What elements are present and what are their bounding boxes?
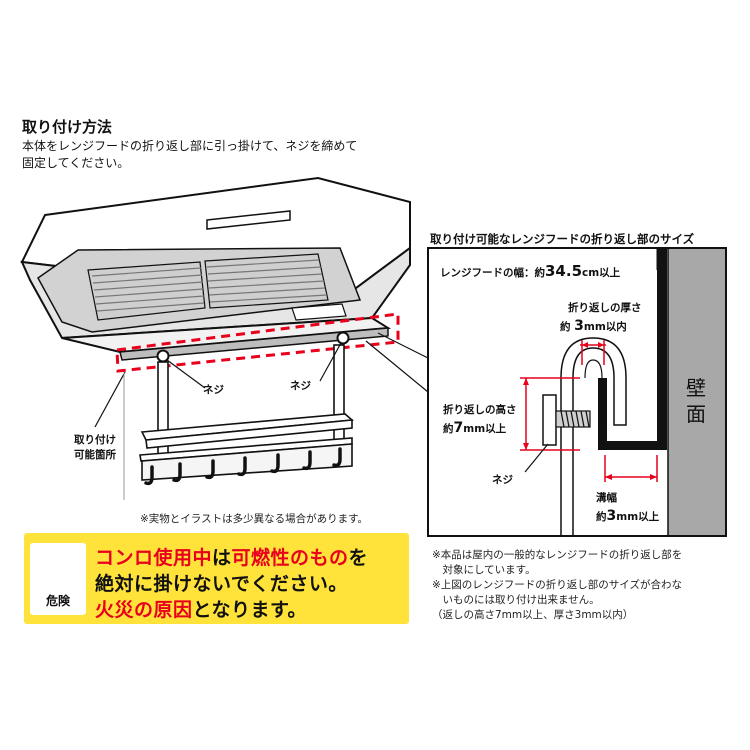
- detail-panel-title: 取り付け可能なレンジフードの折り返し部のサイズ: [430, 232, 695, 246]
- groove-value: 3: [606, 508, 617, 524]
- groove-approx: 約: [596, 511, 607, 523]
- label-screw-right: ネジ: [290, 380, 311, 392]
- hood-width-unit: cm以上: [582, 267, 621, 279]
- dimension-groove: [604, 455, 658, 482]
- detail-screw-label: ネジ: [492, 474, 513, 486]
- note-line: 対象にしています。: [432, 564, 536, 576]
- warning-text-particle1: は: [212, 547, 232, 569]
- leader-detail-screw: [524, 443, 549, 473]
- thickness-approx: 約: [560, 321, 571, 333]
- groove-spec: 約3mm以上: [596, 508, 659, 524]
- leader-detail-top: [377, 332, 429, 359]
- notes-block: ※本品は屋内の一般的なレンジフードの折り返し部を 対象にしています。 ※上図のレ…: [432, 548, 742, 623]
- note-line: ※上図のレンジフードの折り返し部のサイズが合わな: [432, 579, 682, 591]
- wall-label-char1: 壁: [686, 376, 706, 400]
- label-mount-point-line2: 可能箇所: [74, 449, 116, 461]
- note-line: （返しの高さ7mm以上、厚さ3mm以内）: [432, 609, 634, 621]
- wall-label-char2: 面: [686, 402, 706, 426]
- warning-text-particle2: を: [348, 547, 369, 569]
- detail-screw-head: [542, 394, 557, 446]
- hood-width-spec: レンジフードの幅：約34.5cm以上: [440, 262, 620, 280]
- warning-text-stove: コンロ使用中: [95, 547, 213, 569]
- rack-hook-profile: [560, 337, 627, 535]
- hood-display-panel: [206, 210, 291, 230]
- instruction-line-1: 本体をレンジフードの折り返し部に引っ掛けて、ネジを締めて: [22, 139, 358, 153]
- height-value: 7: [453, 420, 464, 436]
- leader-screw-right: [319, 342, 342, 382]
- warning-line-1: コンロ使用中は可燃性のものを: [95, 543, 368, 570]
- hood-light: [291, 303, 347, 321]
- thickness-label: 折り返しの厚さ: [568, 302, 642, 314]
- leader-mount-point: [94, 371, 126, 428]
- note-line: ※本品は屋内の一般的なレンジフードの折り返し部を: [432, 549, 683, 561]
- instruction-text: 本体をレンジフードの折り返し部に引っ掛けて、ネジを締めて 固定してください。: [22, 138, 432, 172]
- dimension-height: [520, 377, 580, 451]
- hood-filter-right: [204, 253, 329, 309]
- note-line: いものには取り付け出来ません。: [432, 594, 600, 606]
- warning-text-ending: となります。: [192, 599, 308, 621]
- leader-detail-bottom: [365, 340, 429, 393]
- label-mount-point: 取り付け 可能箇所: [60, 432, 130, 462]
- warning-line-2: 絶対に掛けないでください。: [95, 573, 348, 595]
- hood-width-value: 34.5: [545, 262, 583, 280]
- height-label: 折り返しの高さ: [443, 404, 517, 416]
- warning-text-flammable: 可燃性のもの: [231, 547, 349, 569]
- illustration-disclaimer: ※実物とイラストは多少異なる場合があります。: [140, 513, 369, 525]
- screw-right-head: [336, 331, 350, 345]
- wall-surface: [668, 249, 725, 535]
- instruction-line-2: 固定してください。: [22, 156, 130, 170]
- thickness-value: 3: [574, 318, 584, 334]
- hood-width-approx: 約: [534, 267, 546, 279]
- mount-zone-highlight: [115, 312, 400, 373]
- wall-label: 壁 面: [686, 375, 706, 427]
- height-approx: 約: [443, 423, 454, 435]
- groove-label: 溝幅: [596, 492, 617, 504]
- leader-screw-left: [166, 359, 206, 389]
- detail-screw-thread: [555, 410, 591, 428]
- warning-line-3: 火災の原因となります。: [95, 595, 307, 622]
- dimension-thickness: [580, 340, 606, 365]
- warning-icon-label: 危険: [45, 594, 70, 608]
- warning-icon-box: [30, 543, 86, 615]
- height-spec: 約7mm以上: [443, 420, 506, 436]
- label-mount-point-line1: 取り付け: [74, 434, 116, 446]
- hood-width-label: レンジフードの幅：: [440, 267, 535, 279]
- page-title: 取り付け方法: [22, 118, 113, 136]
- height-unit: mm以上: [463, 423, 507, 435]
- thickness-unit: mm以内: [583, 321, 627, 333]
- rack-hooks: [144, 447, 342, 486]
- thickness-spec: 約 3mm以内: [560, 318, 627, 334]
- warning-text-fire-cause: 火災の原因: [95, 599, 193, 621]
- hood-cross-section: [598, 249, 667, 450]
- hood-filter-left: [87, 261, 206, 321]
- warning-banner: [24, 533, 409, 624]
- groove-unit: mm以上: [616, 511, 660, 523]
- label-screw-left: ネジ: [203, 384, 224, 396]
- screw-left-head: [156, 349, 170, 363]
